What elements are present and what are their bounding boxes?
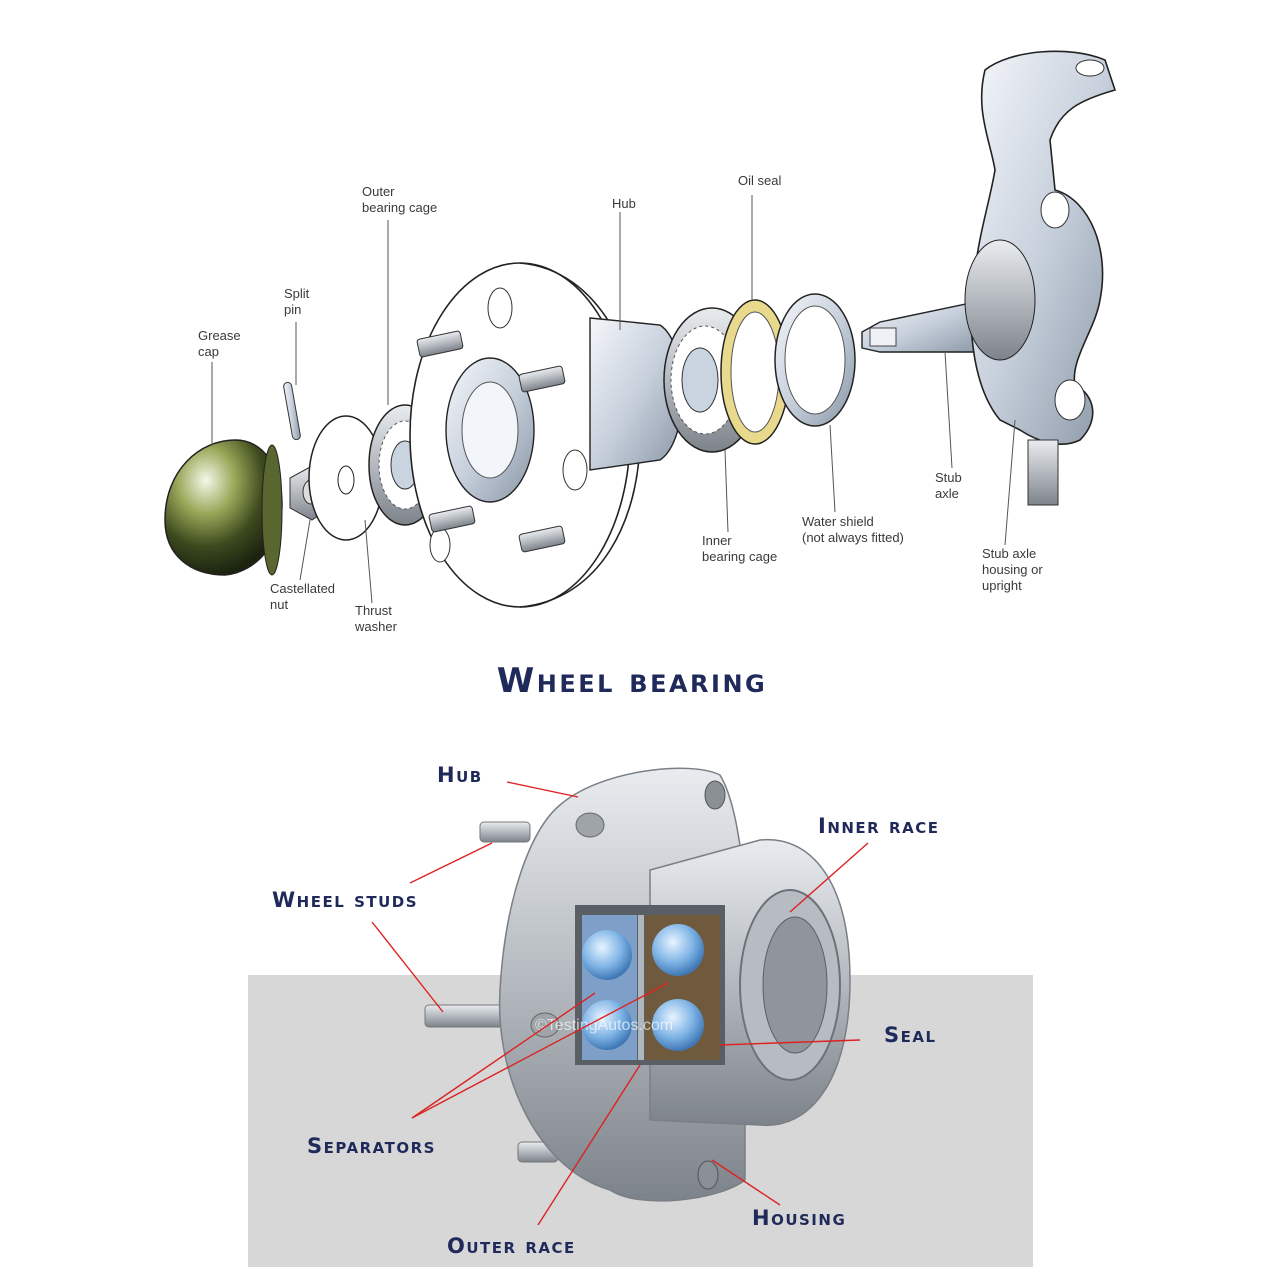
stub-axle-housing-part	[964, 50, 1117, 506]
bearing-ball	[582, 1000, 632, 1050]
label-water-shield: Water shield(not always fitted)	[802, 514, 904, 545]
label-seal: Seal	[884, 1023, 937, 1047]
label-hub: Hub	[612, 196, 636, 211]
exploded-leader-lines	[211, 195, 1016, 604]
thrust-washer-part	[308, 415, 384, 541]
cutaway-section	[575, 905, 725, 1065]
label-separators: Separators	[307, 1134, 436, 1158]
hub-part	[409, 262, 684, 608]
wheel-stud-top	[479, 821, 531, 843]
cutaway-labels: Hub Wheel studs Inner race Seal Separato…	[272, 763, 939, 1258]
label-wheel-studs: Wheel studs	[272, 888, 418, 912]
bearing-ball	[652, 924, 704, 976]
oil-seal-part	[720, 299, 790, 445]
label-oil-seal: Oil seal	[738, 173, 781, 188]
cutaway-view: ©TestingAutos.com Hub Wheel studs Inner …	[248, 763, 1033, 1267]
wheel-stud-bottom	[424, 1004, 506, 1028]
bearing-ball	[582, 930, 632, 980]
watermark: ©TestingAutos.com	[535, 1017, 673, 1034]
cutaway-leader-lines	[371, 781, 869, 1226]
bearing-ball	[652, 999, 704, 1051]
page-title: Wheel bearing	[497, 661, 767, 701]
label-hub: Hub	[437, 763, 483, 787]
water-shield-part	[774, 293, 856, 427]
label-outer-race: Outer race	[447, 1234, 576, 1258]
label-housing: Housing	[752, 1206, 846, 1230]
label-inner-race: Inner race	[818, 814, 939, 838]
split-pin-part	[283, 381, 301, 441]
